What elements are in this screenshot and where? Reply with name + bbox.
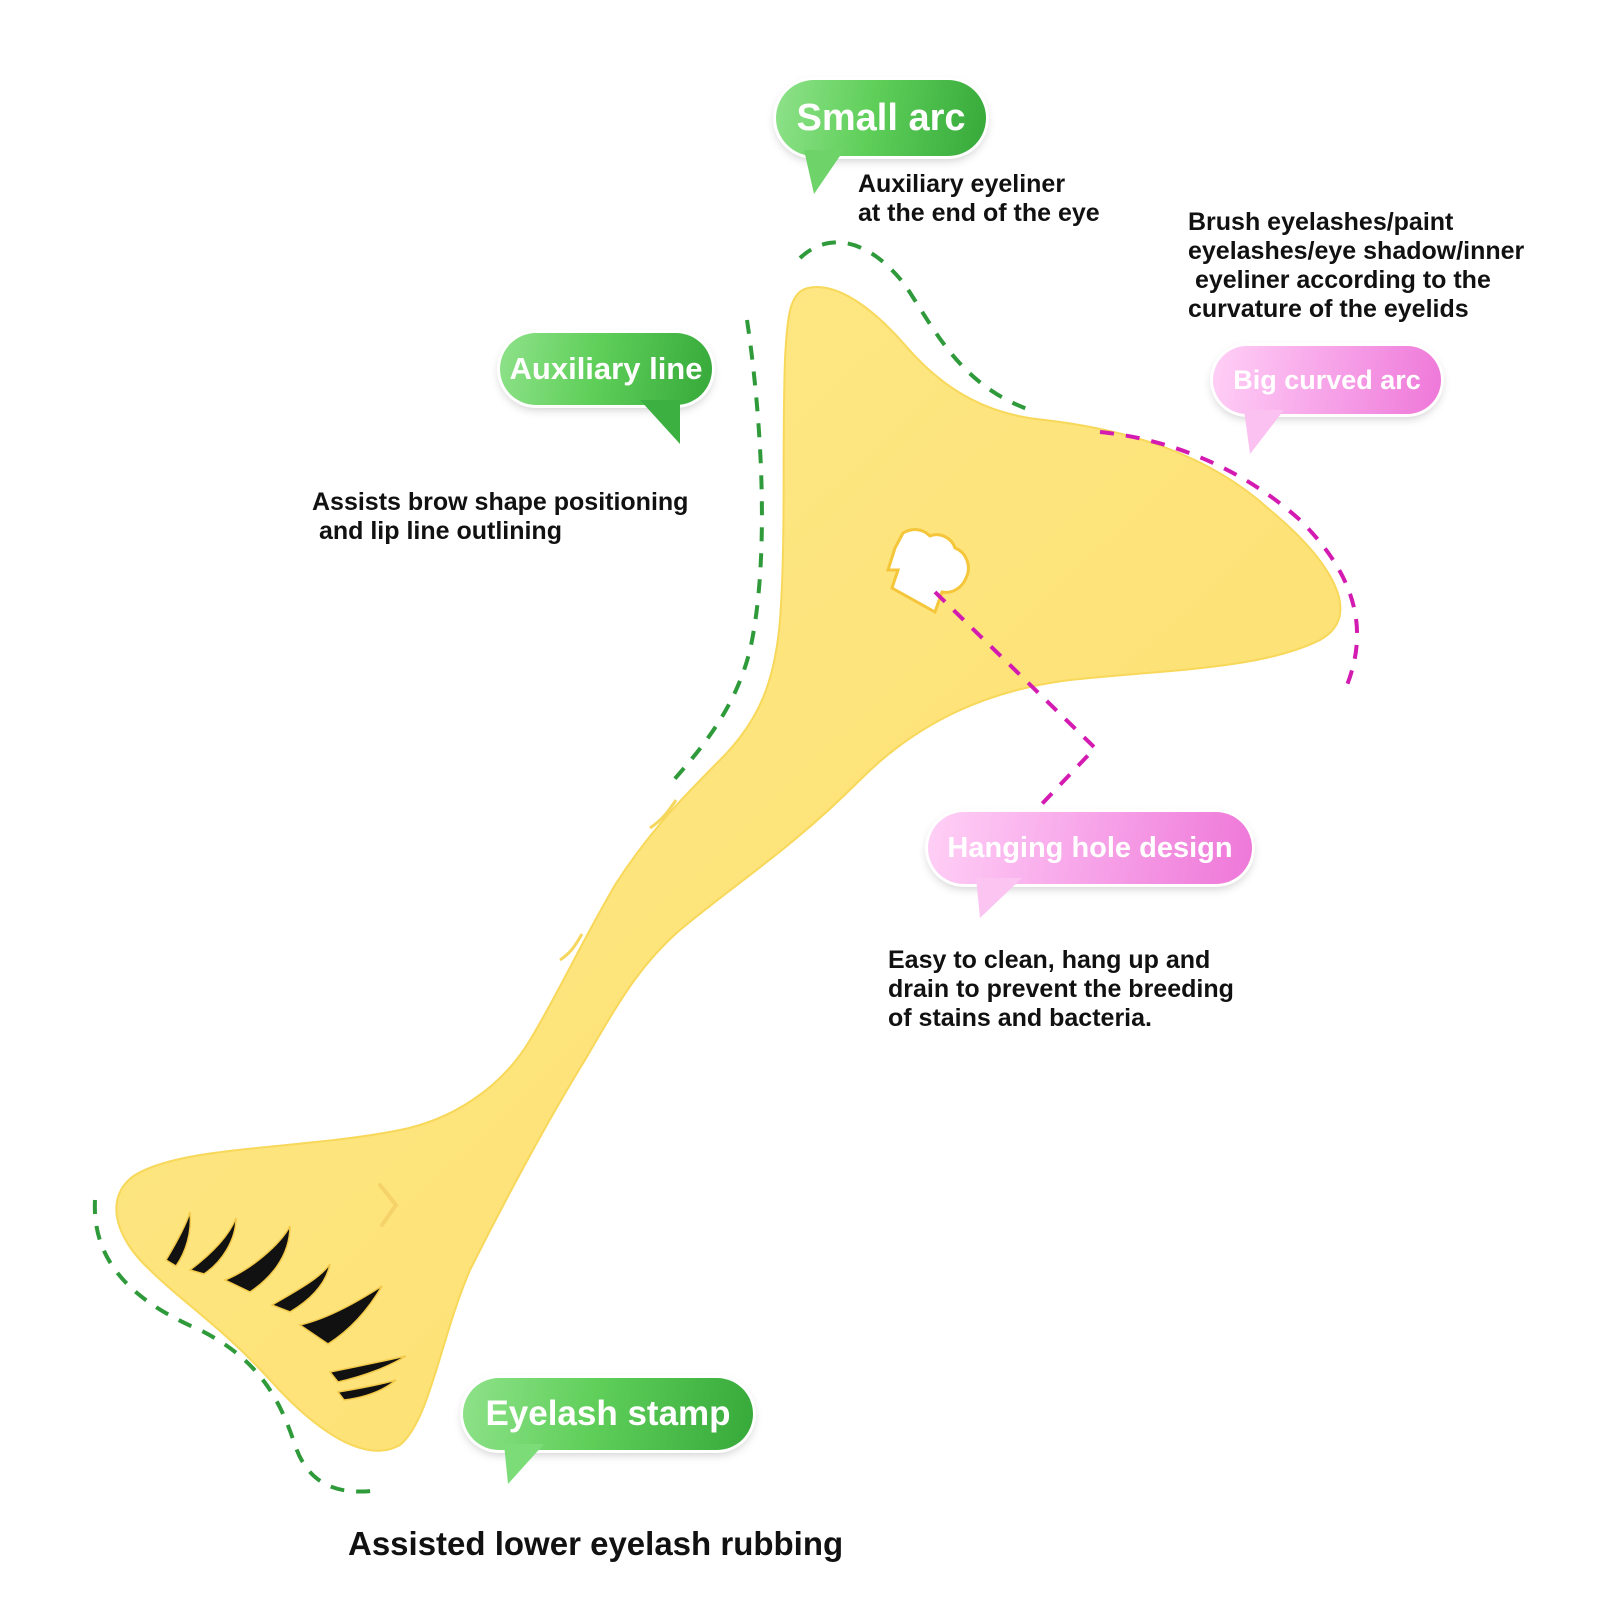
auxiliary-line-guide: [670, 319, 764, 784]
hanging-hole-title: Hanging hole design: [947, 831, 1233, 864]
hanging-hole-description: Easy to clean, hang up and drain to prev…: [888, 946, 1234, 1032]
big-curved-arc-title: Big curved arc: [1233, 364, 1421, 395]
eyelash: [223, 1225, 291, 1293]
eyelash-stamp-guide: [92, 1199, 381, 1494]
eyelash: [270, 1263, 331, 1313]
small-arc-title: Small arc: [796, 96, 966, 139]
arrow-mark: [378, 1183, 399, 1227]
big-curved-arc-description: Brush eyelashes/paint eyelashes/eye shad…: [1188, 208, 1525, 323]
big-curved-arc-guide: [1099, 430, 1360, 691]
eyelash: [164, 1211, 192, 1267]
eyelash-stamp-title: Eyelash stamp: [485, 1394, 731, 1433]
auxiliary-line-tail: [640, 400, 680, 444]
big-curved-arc-tail: [1244, 410, 1284, 454]
eyelash-stamp-description: Assisted lower eyelash rubbing: [348, 1525, 844, 1562]
handle-notch: [649, 799, 678, 830]
eyelash-stamp-label: Eyelash stamp: [463, 1378, 753, 1450]
eyelash: [328, 1355, 407, 1383]
small-arc-label: Small arc: [776, 80, 986, 156]
auxiliary-line-label: Auxiliary line: [500, 333, 712, 405]
small-arc-description: Auxiliary eyeliner at the end of the eye: [858, 170, 1100, 227]
eyelash-stamp-tail: [504, 1444, 544, 1484]
hanging-hole: [885, 528, 970, 615]
small-arc-tail: [804, 150, 844, 194]
eyelash: [336, 1379, 397, 1401]
small-arc-guide: [798, 240, 1031, 412]
hanging-hole-label: Hanging hole design: [928, 812, 1252, 884]
auxiliary-line-title: Auxiliary line: [509, 351, 703, 386]
eyelash: [188, 1217, 237, 1275]
big-curved-arc-label: Big curved arc: [1213, 346, 1441, 414]
eyelash: [298, 1285, 383, 1345]
makeup-tool-body: [115, 286, 1342, 1452]
handle-notch: [559, 933, 584, 962]
eyelash-pattern: [164, 1211, 407, 1401]
pink-guide-lines: [933, 430, 1360, 808]
hanging-hole-tail: [976, 878, 1022, 918]
green-guide-lines: [92, 240, 1031, 1494]
auxiliary-line-description: Assists brow shape positioning and lip l…: [312, 488, 689, 545]
